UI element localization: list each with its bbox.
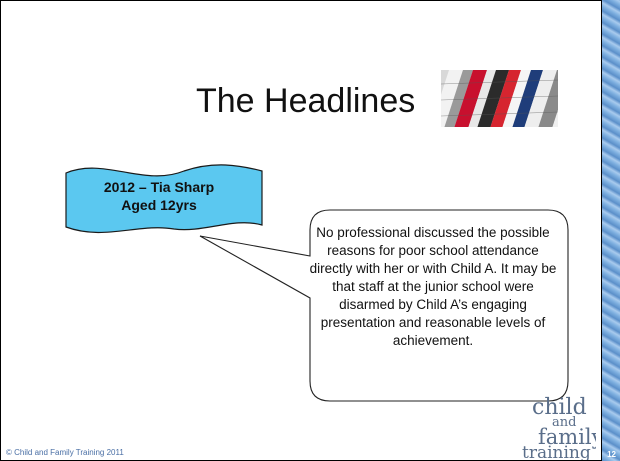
- newspapers-image: [441, 70, 558, 127]
- banner-line-age: Aged 12yrs: [121, 197, 197, 213]
- date-banner-shape: [65, 164, 263, 234]
- copyright-footer: © Child and Family Training 2011: [6, 448, 124, 457]
- banner-line-year-name: 2012 – Tia Sharp: [103, 179, 215, 195]
- logo-word-child: child: [532, 396, 587, 420]
- logo-word-and: and: [552, 415, 576, 430]
- child-and-family-training-logo: child and family training: [522, 396, 596, 460]
- date-banner-text: 2012 – Tia Sharp Aged 12yrs: [84, 178, 234, 214]
- slide-title: The Headlines: [196, 82, 416, 120]
- logo-word-training: training: [522, 443, 591, 460]
- speech-bubble-text: No professional discussed the possible r…: [309, 225, 557, 348]
- logo-word-family: family: [538, 425, 596, 449]
- decorative-side-strip: [602, 0, 620, 461]
- page-number: 12: [607, 450, 616, 459]
